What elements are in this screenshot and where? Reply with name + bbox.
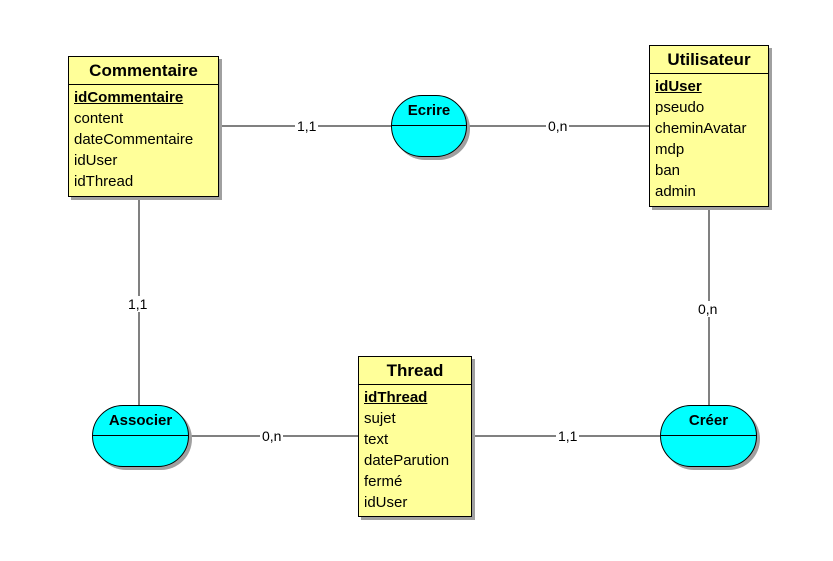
entity-attribute: idUser [74,152,118,169]
relation-divider [661,435,756,436]
entity-thread[interactable]: Thread idThread sujet text dateParution … [358,356,472,517]
entity-commentaire[interactable]: Commentaire idCommentaire content dateCo… [68,56,219,197]
entity-attribute: fermé [364,473,403,490]
entity-attribute: text [364,431,389,448]
entity-attribute: pseudo [655,99,705,116]
entity-attribute-primary-key: idThread [364,389,428,406]
entity-attribute: admin [655,183,696,200]
entity-attribute-primary-key: idUser [655,78,702,95]
entity-title: Thread [359,357,471,385]
cardinality-associer-commentaire: 1,1 [126,296,150,312]
entity-attribute: dateCommentaire [74,131,194,148]
relation-ecrire[interactable]: Ecrire [391,95,467,157]
relation-name: Créer [688,412,729,429]
cardinality-creer-utilisateur: 0,n [696,301,720,317]
entity-utilisateur[interactable]: Utilisateur idUser pseudo cheminAvatar m… [649,45,769,207]
cardinality-ecrire-utilisateur: 0,n [546,118,570,134]
entity-title: Utilisateur [650,46,768,74]
entity-attribute: idUser [364,494,408,511]
relation-divider [93,435,188,436]
entity-attribute: cheminAvatar [655,120,747,137]
entity-attribute: ban [655,162,681,179]
relation-divider [392,125,466,126]
cardinality-associer-thread: 0,n [260,428,284,444]
relation-creer[interactable]: Créer [660,405,757,467]
entity-attribute: content [74,110,124,127]
entity-attribute: dateParution [364,452,450,469]
entity-attribute: mdp [655,141,685,158]
cardinality-creer-thread: 1,1 [556,428,580,444]
entity-attribute-primary-key: idCommentaire [74,89,184,106]
relation-associer[interactable]: Associer [92,405,189,467]
relation-name: Ecrire [407,102,451,119]
entity-title: Commentaire [69,57,218,85]
entity-attribute: sujet [364,410,396,427]
relation-name: Associer [108,412,173,429]
entity-attribute: idThread [74,173,134,190]
cardinality-ecrire-commentaire: 1,1 [295,118,319,134]
